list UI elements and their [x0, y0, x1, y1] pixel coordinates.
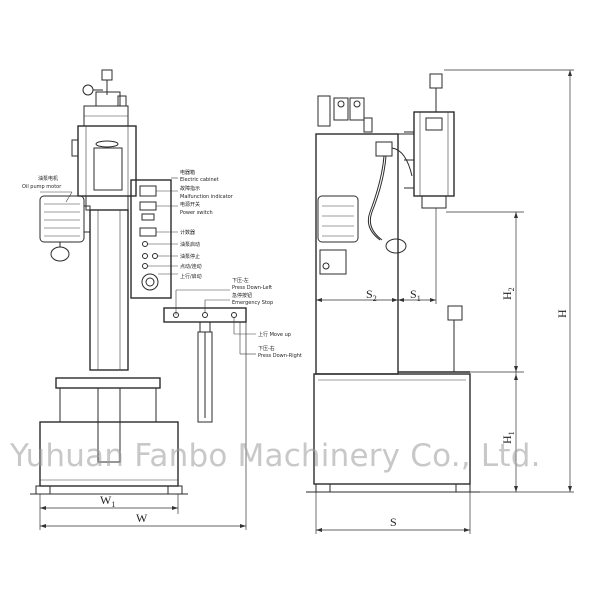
emergency-stop-icon [141, 273, 159, 291]
front-dimensions: W1 W [39, 322, 247, 530]
oil-pump-motor [39, 195, 85, 243]
dim-h: H [555, 309, 569, 318]
dim-s1: S1 [410, 287, 421, 303]
estop-label-en: Emergency Stop [232, 300, 273, 306]
oil-pump-label-cn: 油泵电机 [38, 175, 58, 182]
front-view [30, 69, 247, 495]
estop-label-cn: 急停按钮 [232, 292, 252, 299]
power-label-cn: 电源开关 [180, 201, 200, 208]
power-label-en: Power switch [180, 210, 213, 216]
press-left-label-cn: 下压-左 [232, 277, 249, 284]
dim-h2: H2 [500, 287, 516, 300]
press-right-label-cn: 下压-右 [258, 345, 275, 352]
oil-pump-label-en: Oil pump motor [22, 184, 62, 190]
dim-s: S [390, 515, 397, 529]
dim-w: W [136, 511, 148, 525]
dim-s2: S2 [366, 287, 377, 303]
cabinet-label-en: Electric cabinet [180, 177, 219, 183]
side-dimensions: S S2 S1 H2 H1 H [315, 69, 574, 534]
press-left-label-en: Press Down-Left [232, 285, 272, 291]
move-up-label: 上行 Move up [258, 331, 291, 338]
pump-start-label: 油泵启动 [180, 241, 200, 248]
side-view [306, 73, 480, 493]
counter-label: 计数器 [180, 229, 195, 236]
pump-stop-label: 油泵停止 [180, 253, 200, 260]
side-motor [317, 195, 359, 243]
dim-h1: H1 [500, 431, 516, 444]
front-labels: 油泵电机 Oil pump motor 电器箱 Electric cabinet… [22, 169, 302, 359]
indicator-label-cn: 故障指示 [180, 185, 200, 192]
watermark-text: Yuhuan Fanbo Machinery Co., Ltd. [9, 438, 541, 474]
indicator-label-en: Malfunction indicator [180, 194, 234, 200]
cabinet-label-cn: 电器箱 [180, 169, 195, 176]
dim-w1: W1 [100, 493, 115, 509]
up-start-label: 上行/启动 [180, 273, 202, 280]
jog-label: 点动/连动 [180, 263, 202, 270]
press-right-label-en: Press Down-Right [258, 353, 302, 359]
electric-cabinet [130, 179, 172, 299]
pressure-gauge-icon [82, 84, 94, 96]
